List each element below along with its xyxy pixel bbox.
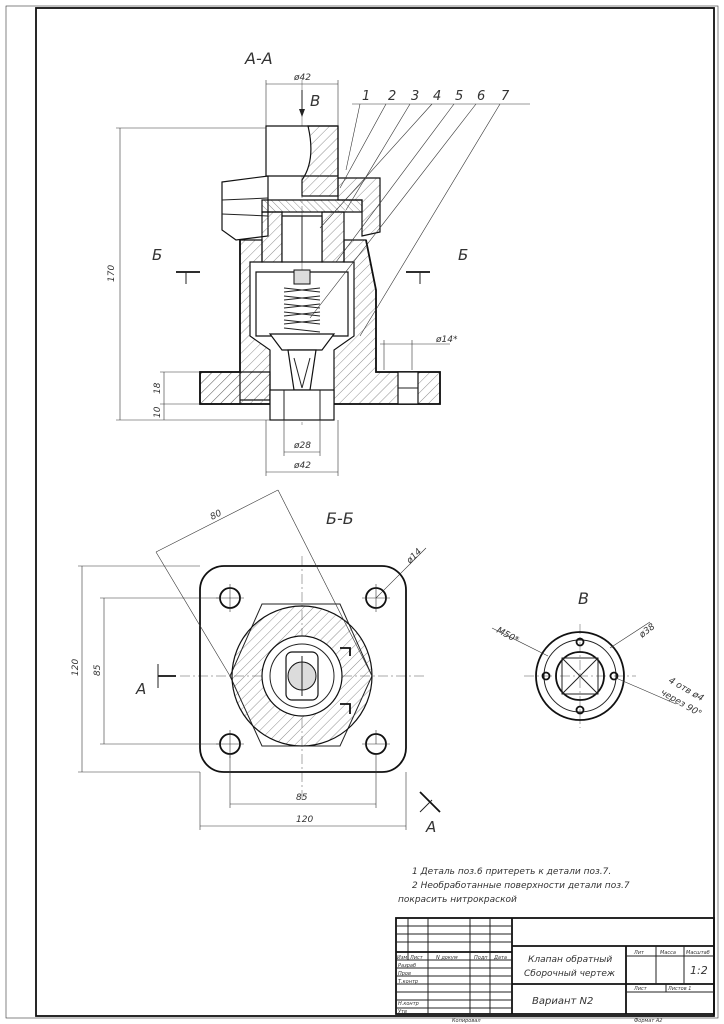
dim-80: 80 [209,508,224,522]
pos-7: 7 [501,89,510,104]
tb-podp: Подп [474,955,488,961]
pos-2: 2 [388,89,396,104]
technical-notes: 1 Деталь поз.6 притереть к детали поз.7.… [398,867,630,905]
tb-prov: Пров [398,971,411,977]
cut-b-right: Б [458,246,468,264]
tb-list: Лист [409,955,424,961]
section-aa-label: А-А [244,49,273,68]
tb-ndok: N докум [436,955,458,961]
section-bb-label: Б-Б [326,509,354,528]
tb-col-scale: Масштаб [686,950,710,956]
inner-frame [35,7,715,1017]
tb-sheets: Листов 1 [667,986,691,992]
note-1: 1 Деталь поз.6 притереть к детали поз.7. [412,867,611,877]
tb-utv: Утв [398,1009,407,1015]
tb-scale: 1:2 [690,964,708,977]
view-b: В M50* ø38 4 отв ø4 через 90° [491,589,705,728]
dim-d14-side: ø14* [435,335,458,345]
pos-1: 1 [362,89,370,104]
tb-col-lit: Лит [633,950,645,956]
dim-w85: 85 [296,793,308,803]
dim-h18: 18 [153,382,163,394]
tb-nkontr: Н.контр [398,1001,419,1007]
note-2: 2 Необработанные поверхности детали поз.… [412,881,630,891]
tb-data: Дата [493,955,507,961]
tb-col-mass: Масса [660,950,676,956]
tb-variant: Вариант N2 [532,996,593,1007]
view-b-arrow-label: В [310,92,320,110]
tb-name-2: Сборочный чертеж [524,969,616,979]
dim-w120: 120 [296,815,313,825]
title-block: Изм Лист N докум Подп Дата Разраб Пров Т… [395,917,715,1024]
tb-tkontr: Т.контр [398,979,418,985]
dim-d42-bottom: ø42 [293,461,311,471]
cut-a-right: А [425,818,436,836]
pos-3: 3 [411,89,419,104]
outer-frame [5,5,719,1019]
dim-d14-hole: ø14 [404,547,424,567]
tb-name-1: Клапан обратный [528,955,612,965]
pos-5: 5 [455,89,463,104]
tb-sheet: Лист [633,986,648,992]
tb-razrab: Разраб [398,963,416,969]
spring [283,269,321,333]
dim-d38: ø38 [637,622,658,641]
dim-h85: 85 [93,664,103,676]
tb-format: Формат А2 [634,1018,662,1024]
position-leaders: 1 2 3 4 5 6 7 [309,89,530,337]
tb-izm: Изм [397,955,407,961]
view-b-label: В [578,589,589,608]
pos-6: 6 [477,89,485,104]
dim-m50: M50* [495,626,521,646]
dim-d28: ø28 [293,441,311,451]
dim-h10: 10 [153,406,163,418]
dim-d42-top: ø42 [293,73,311,83]
tb-copied: Копировал [452,1018,481,1024]
dim-h170: 170 [107,265,117,282]
cut-a-left: А [135,680,146,698]
section-bb-view: Б-Б А А [71,489,441,836]
dim-h120: 120 [71,659,81,676]
note-3: покрасить нитрокраской [398,895,517,905]
cut-b-left: Б [152,246,162,264]
section-aa-view: А-А [107,49,530,476]
pos-4: 4 [433,89,441,104]
